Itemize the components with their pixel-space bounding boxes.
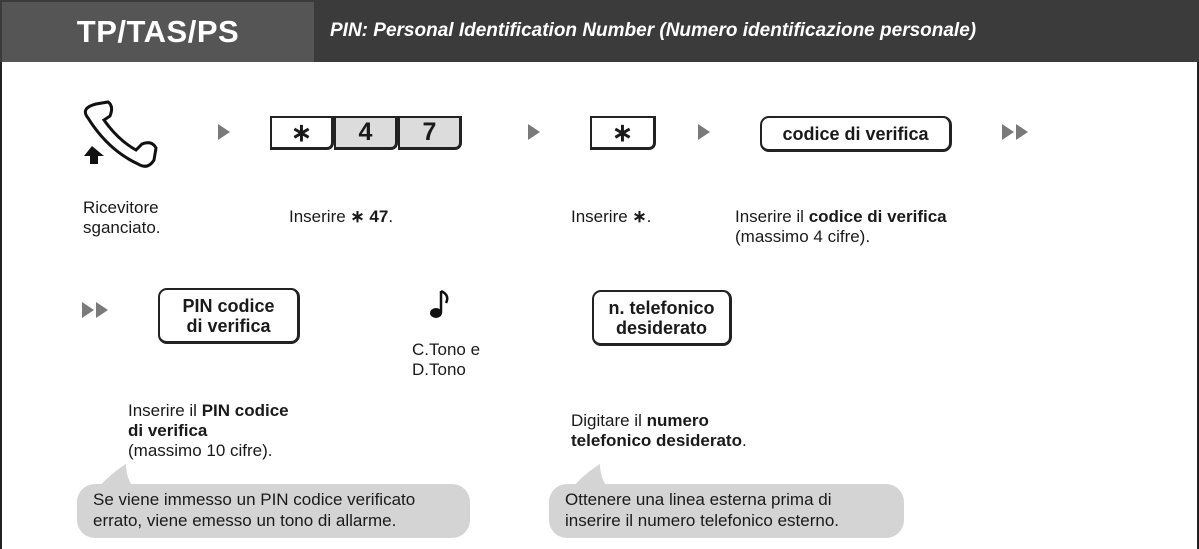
caption-offhook: Ricevitore sganciato. bbox=[83, 198, 161, 238]
note-external-line-line2: inserire il numero telefonico esterno. bbox=[565, 511, 840, 530]
caption-enter-47-value: ∗ 47 bbox=[350, 207, 389, 226]
device-tag: TP/TAS/PS bbox=[2, 2, 314, 62]
note-external-line: Ottenere una linea esterna prima di inse… bbox=[549, 484, 904, 538]
caption-enter-47-prefix: Inserire bbox=[289, 207, 351, 226]
note-wrong-pin-line1: Se viene immesso un PIN codice verificat… bbox=[93, 490, 416, 509]
phone-number-button-line2: desiderato bbox=[615, 317, 707, 338]
caption-dial-prefix: Digitare il bbox=[571, 411, 647, 430]
caption-enter-pin-line3: (massimo 10 cifre). bbox=[128, 441, 273, 460]
arrow-icon bbox=[698, 124, 710, 140]
caption-enter-star-prefix: Inserire bbox=[571, 207, 633, 226]
caption-dial-bold2: telefonico desiderato bbox=[571, 431, 742, 450]
code-button: codice di verifica bbox=[760, 116, 952, 152]
caption-dial-suffix: . bbox=[741, 431, 747, 450]
tone-caption: C.Tono e D.Tono bbox=[412, 340, 480, 380]
caption-enter-pin-prefix: Inserire il bbox=[128, 401, 202, 420]
note-external-line-line1: Ottenere una linea esterna prima di bbox=[565, 490, 832, 509]
key-star: ∗ bbox=[270, 116, 334, 150]
caption-enter-code-prefix: Inserire il bbox=[735, 207, 809, 226]
caption-offhook-line1: Ricevitore bbox=[83, 198, 159, 217]
pin-code-button-line2: di verifica bbox=[186, 315, 271, 336]
caption-enter-47: Inserire ∗ 47. bbox=[289, 207, 393, 227]
arrow-icon bbox=[528, 124, 540, 140]
tone-icon bbox=[430, 289, 449, 318]
double-arrow-icon-b bbox=[96, 302, 108, 318]
caption-offhook-line2: sganciato. bbox=[83, 218, 161, 237]
caption-dial-number: Digitare il numero telefonico desiderato… bbox=[571, 411, 747, 451]
caption-enter-pin-bold2: di verifica bbox=[128, 421, 208, 440]
handset-offhook-icon bbox=[83, 100, 158, 168]
caption-enter-star: Inserire ∗. bbox=[571, 207, 651, 227]
phone-number-button: n. telefonico desiderato bbox=[592, 290, 732, 346]
tone-caption-line2: D.Tono bbox=[412, 360, 466, 379]
double-arrow-icon-b bbox=[1016, 124, 1028, 140]
tone-caption-line1: C.Tono e bbox=[412, 340, 481, 359]
note-wrong-pin-line2: errato, viene emesso un tono di allarme. bbox=[93, 511, 397, 530]
header-bar: TP/TAS/PS PIN: Personal Identification N… bbox=[0, 0, 1199, 62]
arrow-icon bbox=[218, 124, 230, 140]
note-wrong-pin: Se viene immesso un PIN codice verificat… bbox=[77, 484, 470, 538]
double-arrow-icon-a bbox=[82, 302, 94, 318]
caption-enter-star-suffix: . bbox=[646, 207, 652, 226]
key-4: 4 bbox=[334, 116, 398, 150]
double-arrow-icon-a bbox=[1002, 124, 1014, 140]
pin-code-button-line1: PIN codice bbox=[182, 295, 275, 316]
caption-enter-code-line2: (massimo 4 cifre). bbox=[735, 227, 871, 246]
caption-enter-pin-bold1: PIN codice bbox=[201, 401, 289, 420]
key-star-2: ∗ bbox=[590, 116, 656, 150]
phone-number-button-line1: n. telefonico bbox=[608, 297, 715, 318]
pin-code-button: PIN codice di verifica bbox=[158, 288, 300, 344]
caption-enter-47-suffix: . bbox=[388, 207, 394, 226]
caption-enter-code: Inserire il codice di verifica (massimo … bbox=[735, 207, 947, 247]
caption-enter-pin: Inserire il PIN codice di verifica (mass… bbox=[128, 401, 289, 461]
key-7: 7 bbox=[398, 116, 462, 150]
caption-enter-star-value: ∗ bbox=[632, 207, 647, 226]
header-subtitle: PIN: Personal Identification Number (Num… bbox=[330, 20, 977, 41]
caption-enter-code-bold: codice di verifica bbox=[808, 207, 947, 226]
caption-dial-bold1: numero bbox=[646, 411, 709, 430]
